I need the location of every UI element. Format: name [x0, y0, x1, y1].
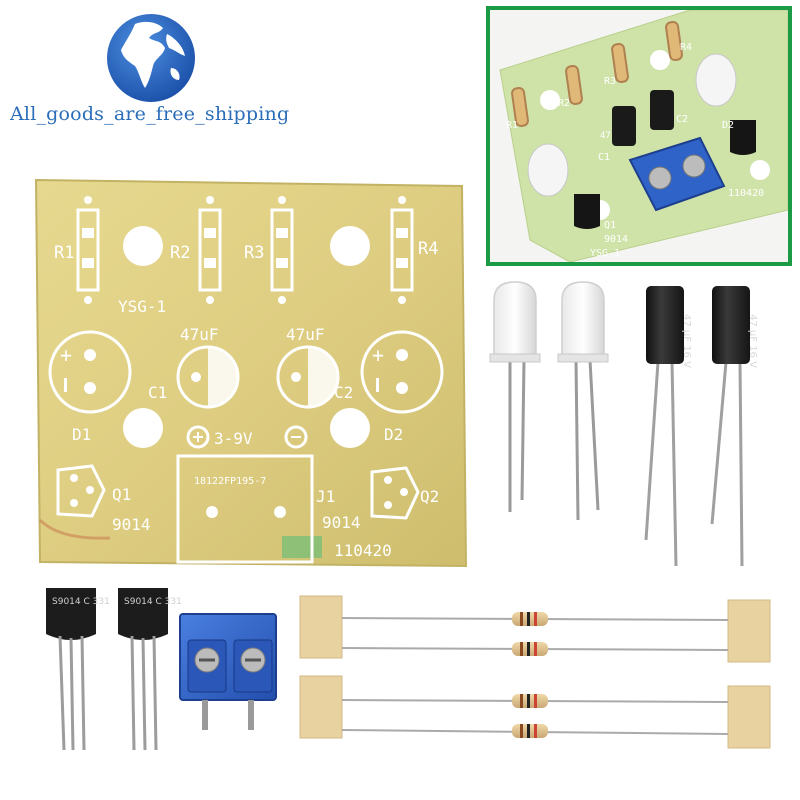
led-component — [557, 281, 609, 521]
svg-text:+: + — [60, 343, 72, 367]
date-code: 110420 — [334, 541, 392, 560]
inset-label-c1: C1 — [598, 152, 610, 163]
capacitor-marking: 47 μF 16 V — [681, 314, 692, 368]
inset-label-r4: R4 — [680, 42, 692, 53]
label-r4: R4 — [418, 239, 438, 259]
inset-label-r2: R2 — [558, 98, 570, 109]
led-label-1: D1 — [72, 425, 91, 444]
brand-watermark: All_goods_are_free_shipping — [10, 103, 290, 125]
power-label: 3-9V — [214, 429, 253, 448]
inset-label-r1: R1 — [506, 120, 518, 131]
globe-logo-icon — [107, 14, 195, 102]
led-label-2: D2 — [384, 425, 403, 444]
label-r2: R2 — [170, 243, 190, 263]
transistor-component: S9014 C 331 — [118, 588, 182, 751]
capacitor-component: 47 μF 16 V — [710, 286, 758, 567]
inset-label-part: 9014 — [604, 234, 628, 245]
transistor-label-1: Q1 — [112, 485, 131, 504]
cap-value-1: 47uF — [180, 325, 219, 344]
terminal-block-component — [179, 613, 277, 730]
cap-label-1: C1 — [148, 383, 167, 402]
resistor-strip — [299, 595, 771, 663]
capacitor-marking: 47 μF 16 V — [747, 314, 758, 368]
cap-value-2: 47uF — [286, 325, 325, 344]
resistor-strip — [299, 675, 771, 749]
board-model: YSG-1 — [118, 297, 166, 316]
assembled-board-inset: R1 R2 R3 R4 C1 C2 D2 Q1 9014 YSG-1 11042… — [486, 6, 792, 266]
capacitor-component: 47 μF 16 V — [644, 286, 692, 567]
connector-label: J1 — [316, 487, 335, 506]
connector-part: 18122FP195-7 — [194, 476, 266, 487]
transistor-marking: S9014 C 331 — [124, 597, 182, 607]
transistor-label-2: Q2 — [420, 487, 439, 506]
pcb-board: + + — [34, 178, 468, 568]
cap-label-2: C2 — [334, 383, 353, 402]
transistor-part-1: 9014 — [112, 515, 151, 534]
transistor-part-2: 9014 — [322, 513, 361, 532]
transistor-component: S9014 C 331 — [46, 588, 110, 751]
label-r3: R3 — [244, 243, 264, 263]
transistor-marking: S9014 C 331 — [52, 597, 110, 607]
inset-label-d2: D2 — [722, 120, 734, 131]
inset-label-date: 110420 — [728, 188, 764, 199]
inset-label-r3: R3 — [604, 76, 616, 87]
led-component — [489, 281, 541, 512]
svg-text:+: + — [372, 343, 384, 367]
label-r1: R1 — [54, 243, 74, 263]
inset-label-c2: C2 — [676, 114, 688, 125]
inset-label-model: YSG-1 — [590, 248, 620, 259]
inset-label-q1: Q1 — [604, 220, 616, 231]
inset-label-cap-value: 47 — [600, 131, 611, 141]
